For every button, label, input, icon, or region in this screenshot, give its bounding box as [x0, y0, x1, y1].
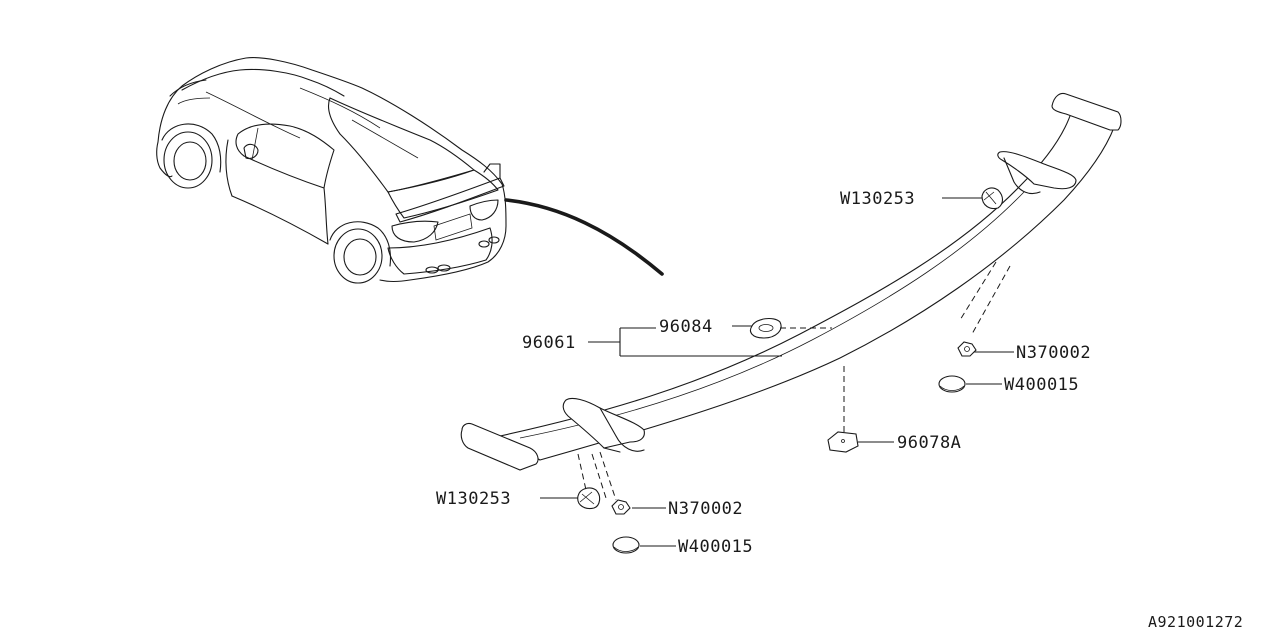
label-nut-right: N370002	[1016, 343, 1091, 363]
pad-96078A	[827, 431, 859, 453]
label-cap-left: W400015	[678, 537, 753, 557]
leader-lines	[540, 197, 1014, 547]
nut-right	[957, 341, 977, 357]
assembly-lines	[577, 261, 1011, 501]
label-pad: 96078A	[897, 433, 961, 453]
label-gasket: 96084	[659, 317, 713, 337]
label-nut-left: N370002	[668, 499, 743, 519]
label-cap-right: W400015	[1004, 375, 1079, 395]
clip-lower-left	[577, 487, 601, 510]
label-clip-upper-right: W130253	[840, 189, 915, 209]
diagram-reference-number: A921001272	[1148, 613, 1243, 631]
label-clip-lower-left: W130253	[436, 489, 511, 509]
car-illustration	[156, 57, 507, 284]
spoiler-wing	[460, 92, 1122, 471]
cap-left	[612, 536, 640, 554]
nut-left	[611, 499, 631, 515]
cap-right	[938, 375, 966, 393]
gasket-96084	[749, 317, 782, 339]
clip-upper-right	[981, 187, 1004, 210]
pointer-curve	[504, 198, 664, 276]
label-spoiler-assembly: 96061	[522, 333, 576, 353]
